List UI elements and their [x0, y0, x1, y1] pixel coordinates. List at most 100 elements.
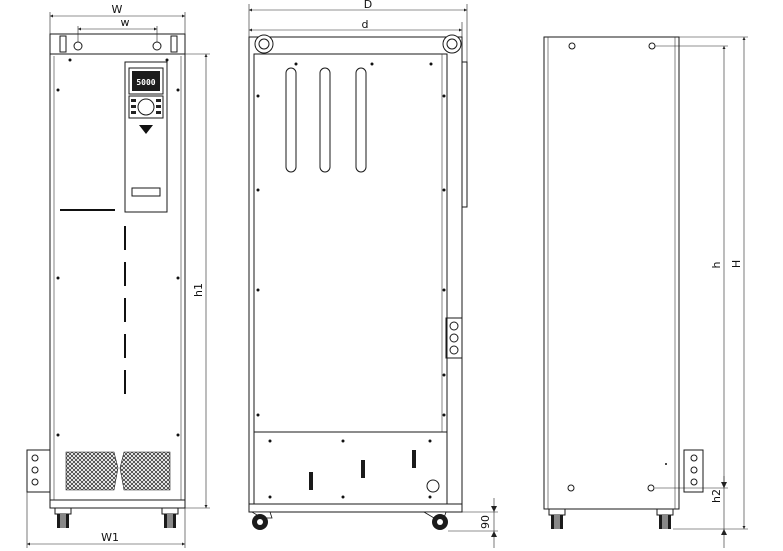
side-bolt [294, 62, 298, 66]
dim-label-H: H [730, 260, 743, 268]
side-bolt [268, 495, 272, 499]
side-bolt [268, 439, 272, 443]
dim-label-h2: h2 [710, 489, 723, 503]
panel-key [156, 111, 161, 114]
busbar-hole [690, 454, 698, 462]
front-bolt [176, 433, 180, 437]
dim-arrowhead [721, 482, 727, 488]
side-lower-port [426, 479, 440, 493]
side-bolt [442, 373, 446, 377]
panel-keypad [128, 95, 164, 119]
side-bolt [442, 288, 446, 292]
side-view: D d 90 [248, 0, 498, 548]
front-view: 5000 [26, 3, 210, 548]
side-caster-left [250, 511, 273, 530]
back-view: H h h2 [543, 36, 748, 548]
dim-label-h1: h1 [192, 283, 205, 297]
back-caster-right [656, 508, 674, 529]
side-lift-eye-left-inner [258, 38, 270, 50]
dim-label-W: W [112, 3, 123, 16]
side-bolt [256, 188, 260, 192]
dim-label-D: D [364, 0, 372, 11]
side-bolt [370, 62, 374, 66]
panel-key [131, 105, 136, 108]
side-rail [461, 61, 468, 208]
front-lift-lug-left [59, 35, 67, 53]
front-bolt [56, 433, 60, 437]
cable-gland [449, 321, 459, 331]
front-caster-left [54, 507, 72, 528]
side-cable-gland-plate [445, 317, 463, 359]
front-base [49, 499, 186, 509]
side-bolt [442, 188, 446, 192]
front-lift-lug-right [170, 35, 178, 53]
front-bolt [56, 276, 60, 280]
dim-label-h: h [710, 261, 723, 268]
panel-key [131, 111, 136, 114]
busbar-hole [31, 454, 39, 462]
side-bolt [428, 495, 432, 499]
front-caster-right [161, 507, 179, 528]
side-vent-slot [319, 67, 331, 173]
front-bolt [68, 58, 72, 62]
front-vent-grille-left [65, 451, 119, 491]
back-mount-hole [567, 484, 575, 492]
dim-arrowhead [721, 529, 727, 535]
side-bolt [429, 62, 433, 66]
back-cabinet-body [543, 36, 680, 510]
dim-arrowhead [491, 506, 497, 512]
side-lift-eye-right [442, 34, 462, 54]
dim-label-d: d [362, 18, 369, 31]
side-bolt [442, 94, 446, 98]
side-bolt [341, 439, 345, 443]
side-bolt [428, 439, 432, 443]
back-mount-hole [568, 42, 576, 50]
panel-label-plate [131, 187, 161, 197]
back-caster-left [548, 508, 566, 529]
side-bolt [256, 288, 260, 292]
panel-display-screen [132, 71, 160, 91]
front-top-bracket [49, 33, 186, 55]
side-lower-slot [309, 472, 313, 490]
front-bolt [176, 88, 180, 92]
dim-arrowhead [491, 531, 497, 537]
panel-display-frame [128, 67, 164, 95]
busbar-hole [690, 478, 698, 486]
panel-dial [137, 98, 155, 116]
back-bolt [665, 463, 667, 465]
side-vent-slot [285, 67, 297, 173]
front-bolt [176, 276, 180, 280]
back-mount-hole [647, 484, 655, 492]
side-bolt [256, 413, 260, 417]
side-lift-eye-left [254, 34, 274, 54]
panel-display-text: 5000 [136, 78, 155, 87]
cable-gland [449, 333, 459, 343]
side-bolt [442, 413, 446, 417]
brand-logo-triangle [139, 125, 153, 134]
panel-key [131, 99, 136, 102]
side-lift-eye-right-inner [446, 38, 458, 50]
side-lower-slot [361, 460, 365, 478]
side-vent-slot [355, 67, 367, 173]
side-caster-right [422, 511, 448, 530]
side-lower-slot [412, 450, 416, 468]
panel-dial-center [143, 104, 149, 110]
busbar-hole [31, 478, 39, 486]
dim-label-w: w [121, 16, 130, 29]
cable-gland [449, 345, 459, 355]
side-base [248, 503, 463, 513]
side-bolt [341, 495, 345, 499]
busbar-hole [690, 466, 698, 474]
front-busbar-bracket [26, 449, 51, 493]
panel-key [156, 99, 161, 102]
panel-key [156, 105, 161, 108]
dim-label-W1: W1 [101, 531, 119, 544]
busbar-hole [31, 466, 39, 474]
dim-label-90: 90 [479, 515, 492, 529]
back-busbar-bracket [683, 449, 704, 493]
front-vent-grille-right [119, 451, 171, 491]
side-bolt [256, 94, 260, 98]
front-bolt [56, 88, 60, 92]
front-bolt [165, 58, 169, 62]
